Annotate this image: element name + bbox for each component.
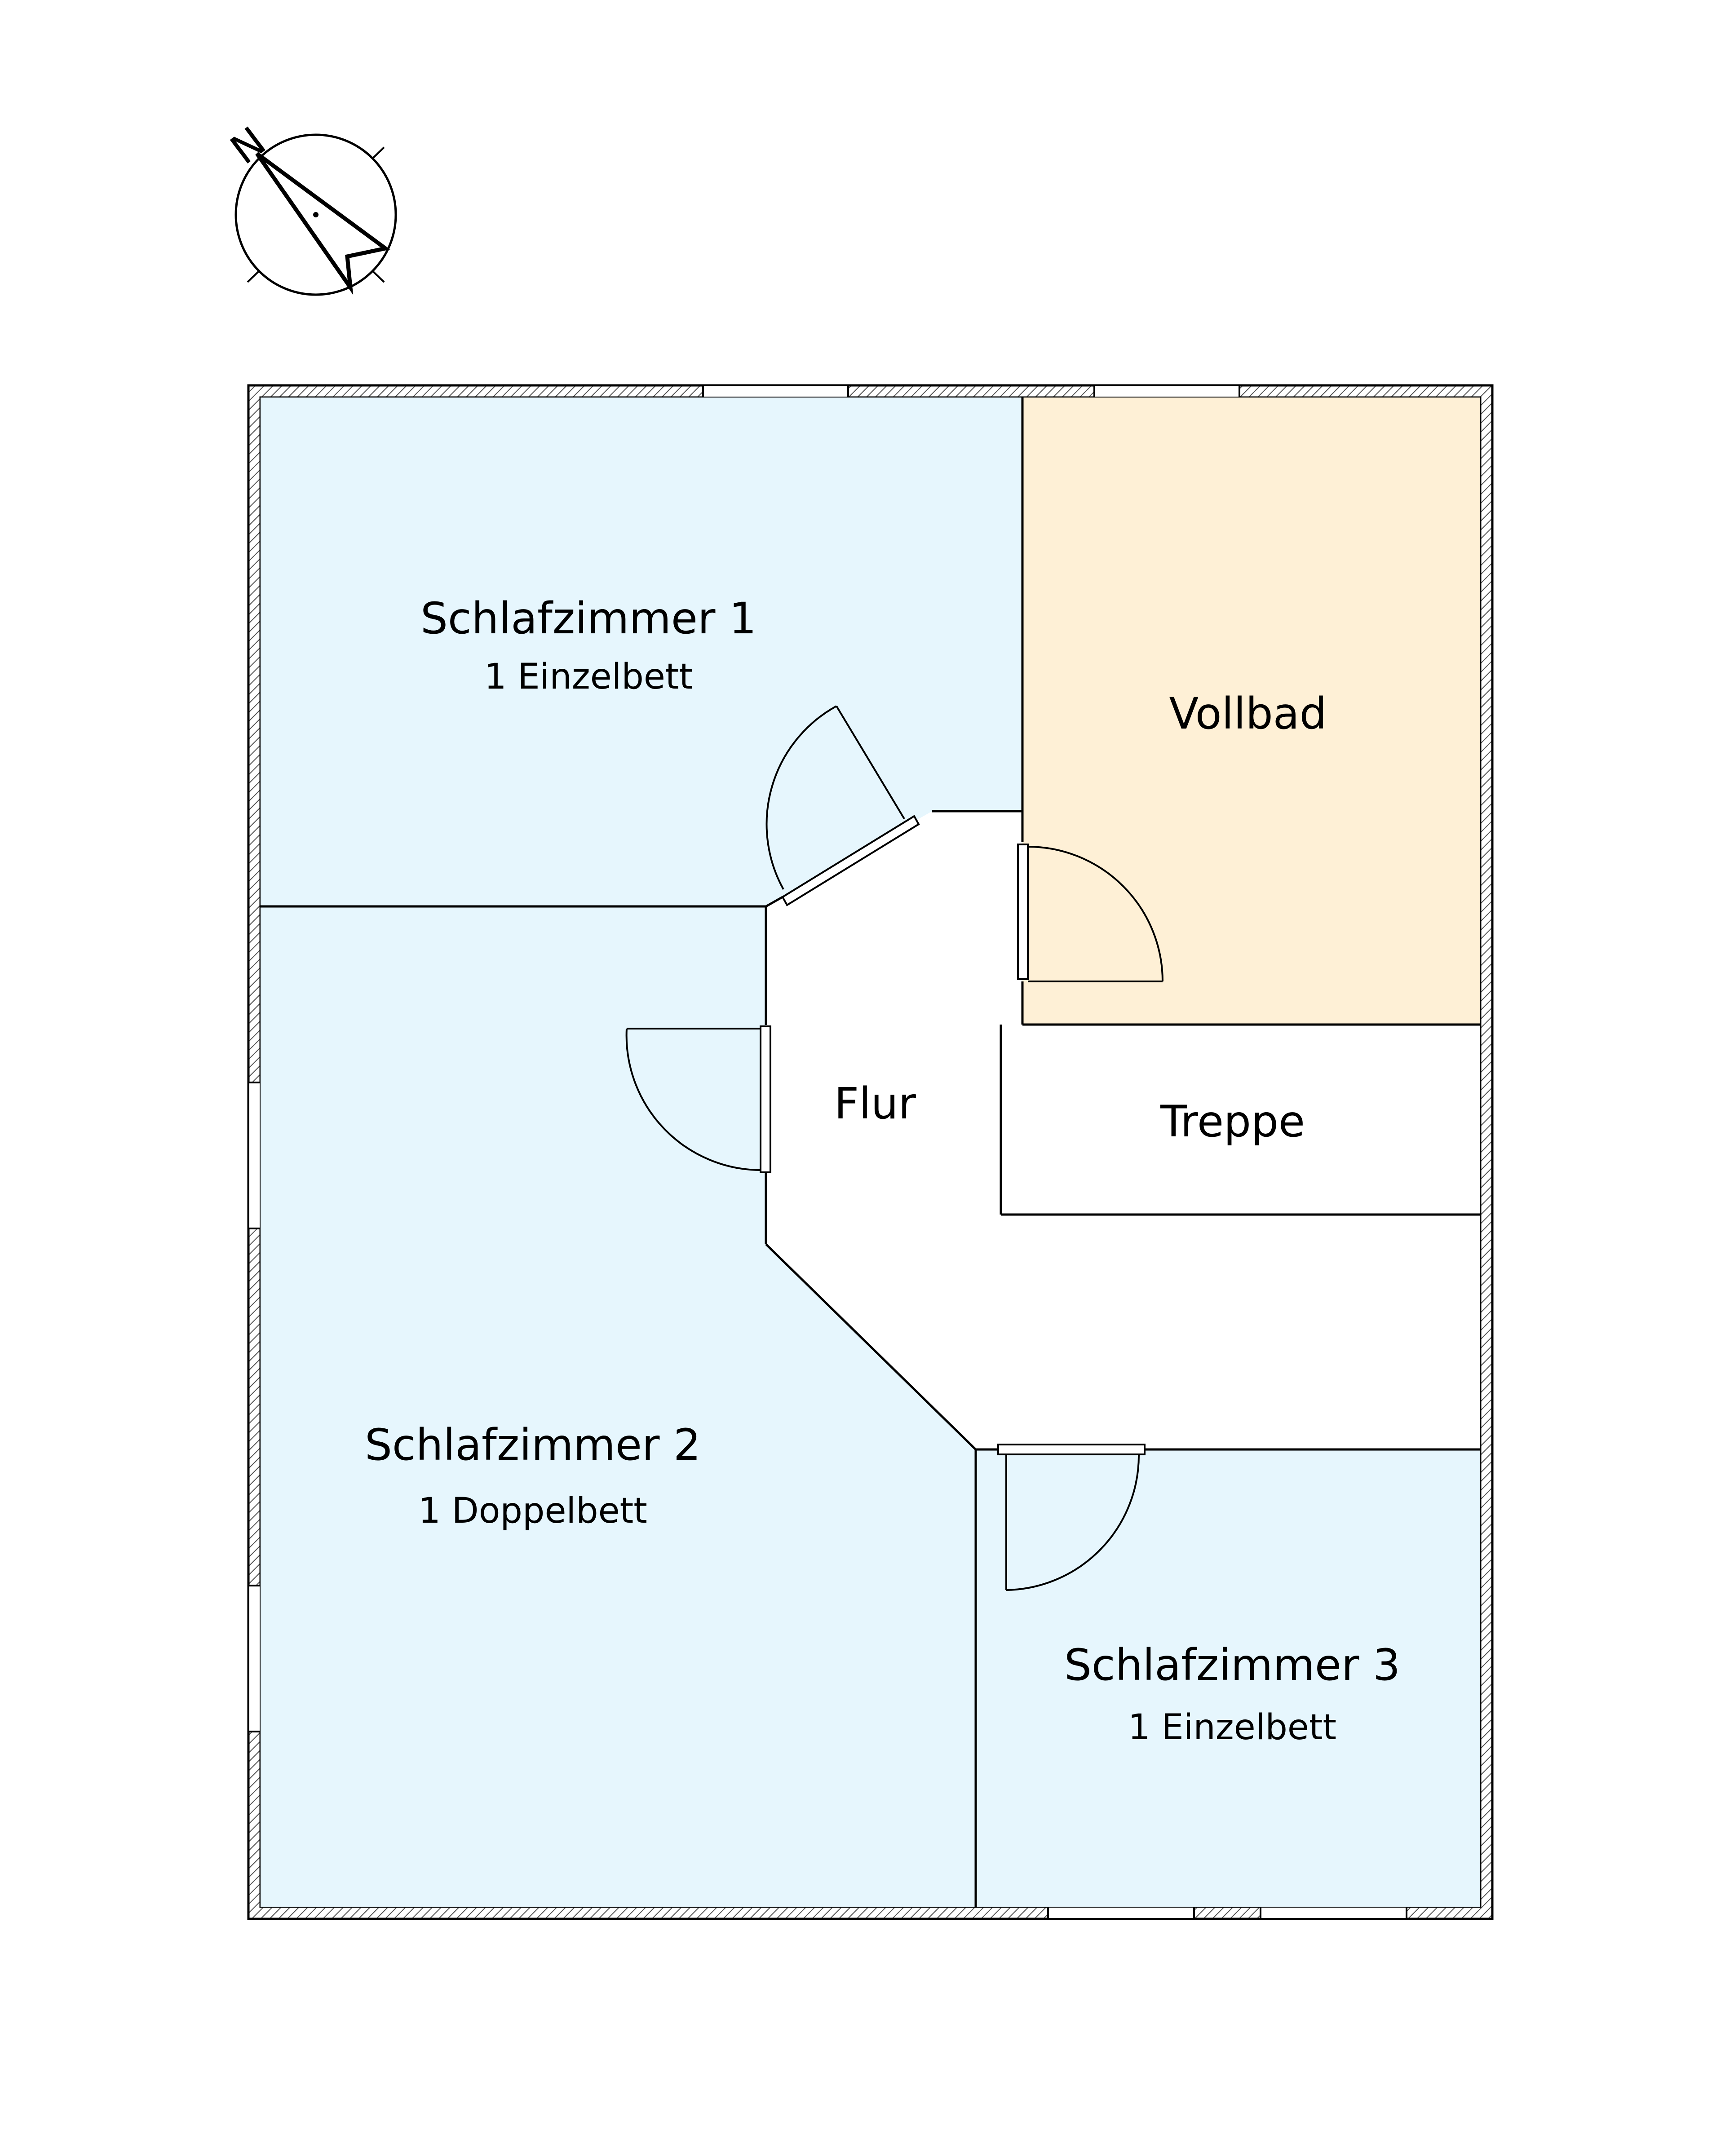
label-treppe: Treppe [1160, 1096, 1305, 1147]
label-vollbad: Vollbad [1169, 689, 1327, 739]
label-schlafzimmer-3-title: Schlafzimmer 3 [1064, 1640, 1400, 1690]
interior-walls [261, 398, 1480, 1907]
door-schlafzimmer-1[interactable] [765, 705, 920, 906]
window-top-1 [702, 384, 849, 398]
window-bottom-2 [1260, 1906, 1407, 1920]
room-flur[interactable] [766, 811, 1480, 1449]
room-schlafzimmer-2[interactable] [261, 906, 976, 1907]
window-left-2 [248, 1585, 261, 1732]
label-schlafzimmer-1-beds: 1 Einzelbett [484, 657, 693, 697]
label-schlafzimmer-2-title: Schlafzimmer 2 [365, 1420, 701, 1470]
compass-needle-icon [255, 152, 390, 295]
compass: N [222, 118, 397, 296]
door-schlafzimmer-2[interactable] [625, 1025, 771, 1173]
windows [248, 384, 1407, 1920]
room-schlafzimmer-3[interactable] [976, 1449, 1480, 1907]
door-vollbad[interactable] [1017, 844, 1163, 982]
window-bottom-1 [1047, 1906, 1195, 1920]
door-schlafzimmer-3[interactable] [997, 1444, 1146, 1591]
room-treppe[interactable] [1001, 1025, 1480, 1215]
label-schlafzimmer-1-title: Schlafzimmer 1 [420, 593, 756, 644]
label-schlafzimmer-2-beds: 1 Doppelbett [418, 1491, 647, 1531]
window-left-1 [248, 1082, 261, 1229]
window-top-2 [1093, 384, 1240, 398]
compass-circle [234, 133, 397, 296]
room-vollbad[interactable] [1022, 398, 1480, 1025]
label-flur: Flur [834, 1078, 916, 1129]
room-schlafzimmer-1[interactable] [261, 398, 1022, 906]
label-schlafzimmer-3-beds: 1 Einzelbett [1128, 1707, 1336, 1748]
